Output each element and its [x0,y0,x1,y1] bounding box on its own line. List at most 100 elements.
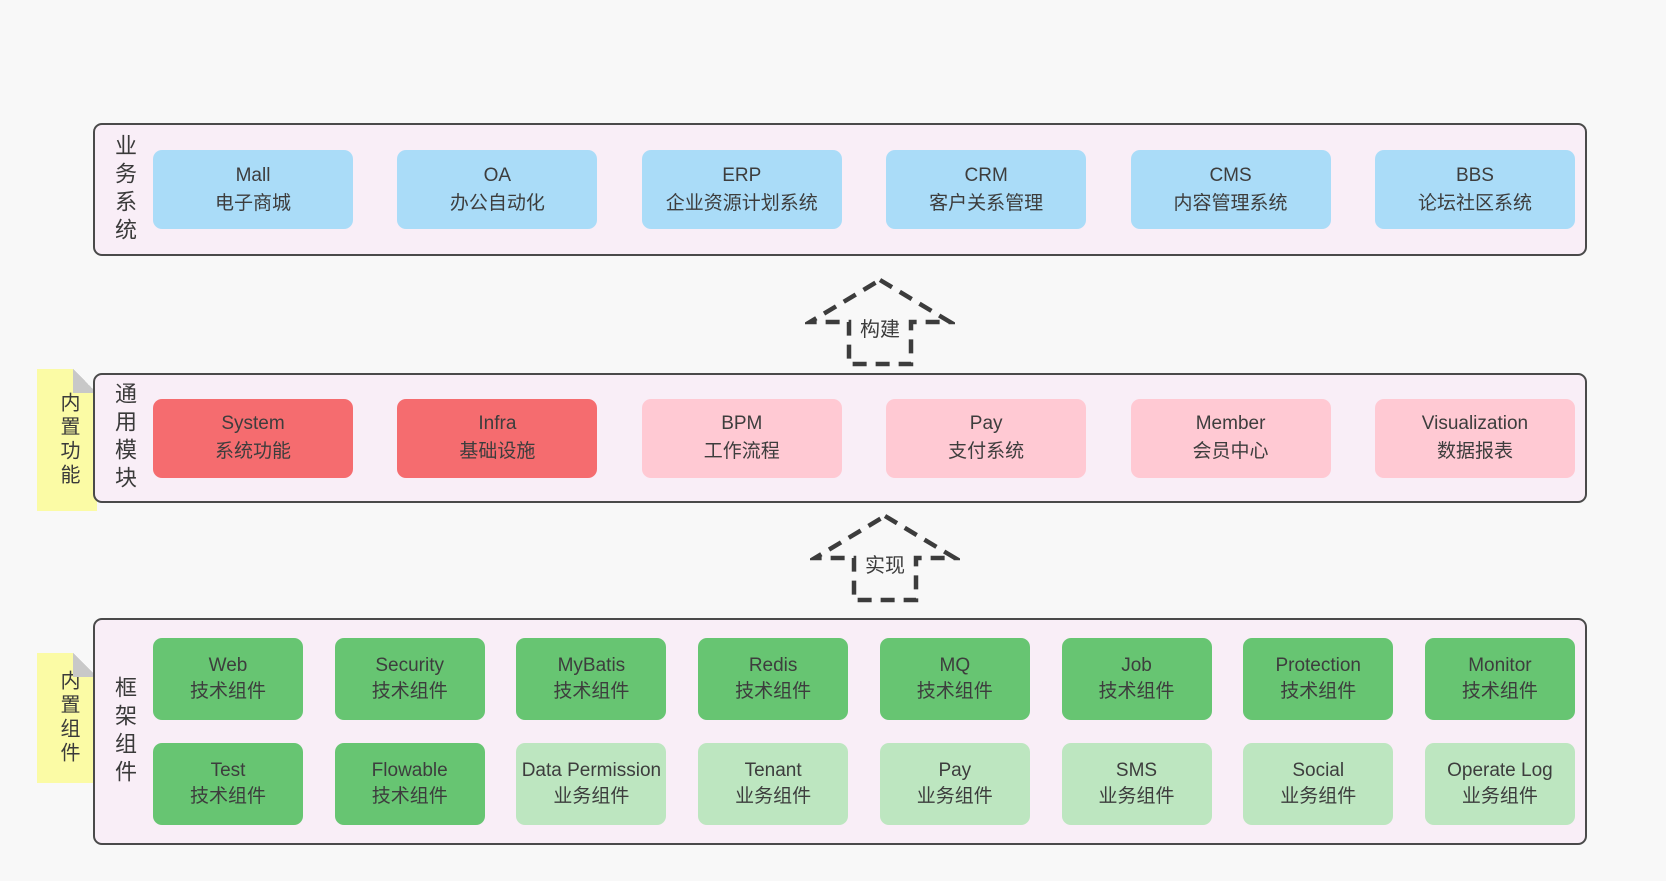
box-name: Tenant [744,760,802,781]
box-name: Pay [938,760,972,781]
box-name: Redis [748,655,798,676]
sticky-note-builtin-functions: 内置功能 [37,369,97,511]
sticky-components-label: 内置组件 [57,670,79,766]
box-desc: 数据报表 [1436,441,1513,462]
box-name: Flowable [371,760,448,781]
framework-rows: Web 技术组件 Security 技术组件 MyBatis 技术组件 Redi… [153,620,1585,843]
box-name: Protection [1275,655,1361,676]
box-operate-log: Operate Log 业务组件 [1424,743,1575,825]
sticky-note-builtin-components: 内置组件 [37,653,97,783]
box-name: BPM [721,413,763,434]
build-arrow: 构建 [805,276,955,368]
box-bpm: BPM 工作流程 [641,398,842,478]
box-name: CMS [1209,164,1252,186]
layer-framework-label: 框架组件 [112,675,137,788]
implement-arrow: 实现 [810,512,960,604]
box-bbs: BBS 论坛社区系统 [1374,150,1575,229]
box-test: Test 技术组件 [153,743,303,825]
box-erp: ERP 企业资源计划系统 [641,150,842,229]
layer-framework-components: 框架组件 Web 技术组件 Security 技术组件 MyBatis 技术组件… [93,618,1587,845]
box-security: Security 技术组件 [334,638,485,720]
box-name: MQ [939,655,971,676]
layer-business-systems: 业务系统 Mall 电子商城 OA 办公自动化 ERP 企业资源计划系统 CRM… [93,123,1587,256]
box-desc: 技术组件 [1098,681,1175,702]
box-desc: 办公自动化 [449,192,545,214]
box-desc: 电子商城 [214,192,291,214]
box-web: Web 技术组件 [153,638,303,720]
module-boxes-row: System 系统功能 Infra 基础设施 BPM 工作流程 Pay 支付系统… [153,375,1585,501]
build-arrow-label: 构建 [856,312,904,343]
dashed-up-arrow-icon [805,277,955,367]
box-desc: 技术组件 [371,786,448,807]
box-desc: 企业资源计划系统 [665,192,818,214]
box-system: System 系统功能 [153,398,353,478]
box-desc: 技术组件 [1461,681,1538,702]
box-name: OA [483,164,512,186]
box-name: Infra [478,413,517,434]
box-pay-module: Pay 支付系统 [886,398,1087,478]
box-name: Operate Log [1447,760,1553,781]
layer-business-label: 业务系统 [112,133,137,246]
layer-common-modules: 通用模块 System 系统功能 Infra 基础设施 BPM 工作流程 Pay… [93,373,1587,503]
box-desc: 业务组件 [916,786,993,807]
box-protection: Protection 技术组件 [1243,638,1394,720]
box-name: Job [1121,655,1152,676]
box-desc: 技术组件 [735,681,812,702]
box-desc: 客户关系管理 [929,192,1044,214]
box-name: CRM [964,164,1008,186]
box-desc: 业务组件 [1461,786,1538,807]
box-name: Visualization [1421,413,1529,434]
box-name: Data Permission [521,760,662,781]
box-job: Job 技术组件 [1061,638,1212,720]
box-name: Test [210,760,246,781]
box-name: Member [1195,413,1266,434]
sticky-functions-label: 内置功能 [57,392,79,488]
box-desc: 支付系统 [948,441,1025,462]
box-infra: Infra 基础设施 [397,398,598,478]
box-mall: Mall 电子商城 [153,150,353,229]
box-tenant: Tenant 业务组件 [698,743,849,825]
box-desc: 系统功能 [214,441,291,462]
box-desc: 基础设施 [459,441,536,462]
box-desc: 会员中心 [1192,441,1269,462]
box-desc: 技术组件 [189,786,266,807]
box-cms: CMS 内容管理系统 [1130,150,1331,229]
box-desc: 技术组件 [553,681,630,702]
box-oa: OA 办公自动化 [397,150,598,229]
box-flowable: Flowable 技术组件 [334,743,485,825]
box-desc: 技术组件 [1280,681,1357,702]
box-name: Monitor [1468,655,1532,676]
box-name: ERP [722,164,762,186]
box-desc: 内容管理系统 [1173,192,1288,214]
box-data-permission: Data Permission 业务组件 [516,743,667,825]
box-desc: 业务组件 [1280,786,1357,807]
box-name: System [221,413,285,434]
box-social: Social 业务组件 [1243,743,1394,825]
framework-row-1: Web 技术组件 Security 技术组件 MyBatis 技术组件 Redi… [153,638,1575,720]
box-visualization: Visualization 数据报表 [1374,398,1575,478]
box-desc: 技术组件 [189,681,266,702]
box-mybatis: MyBatis 技术组件 [516,638,667,720]
box-member: Member 会员中心 [1130,398,1331,478]
layer-modules-label: 通用模块 [112,382,137,494]
framework-row-2: Test 技术组件 Flowable 技术组件 Data Permission … [153,743,1575,825]
box-monitor: Monitor 技术组件 [1424,638,1575,720]
business-boxes-row: Mall 电子商城 OA 办公自动化 ERP 企业资源计划系统 CRM 客户关系… [153,125,1585,254]
box-mq: MQ 技术组件 [879,638,1030,720]
box-name: MyBatis [557,655,626,676]
box-desc: 工作流程 [703,441,780,462]
box-desc: 技术组件 [371,681,448,702]
box-name: Mall [235,164,271,186]
box-name: Security [375,655,445,676]
box-desc: 业务组件 [735,786,812,807]
box-redis: Redis 技术组件 [698,638,849,720]
box-name: Web [208,655,248,676]
box-desc: 业务组件 [553,786,630,807]
box-name: Social [1292,760,1345,781]
implement-arrow-label: 实现 [861,548,909,579]
dashed-up-arrow-icon [810,513,960,603]
box-name: Pay [969,413,1003,434]
box-desc: 技术组件 [916,681,993,702]
box-pay-component: Pay 业务组件 [879,743,1030,825]
